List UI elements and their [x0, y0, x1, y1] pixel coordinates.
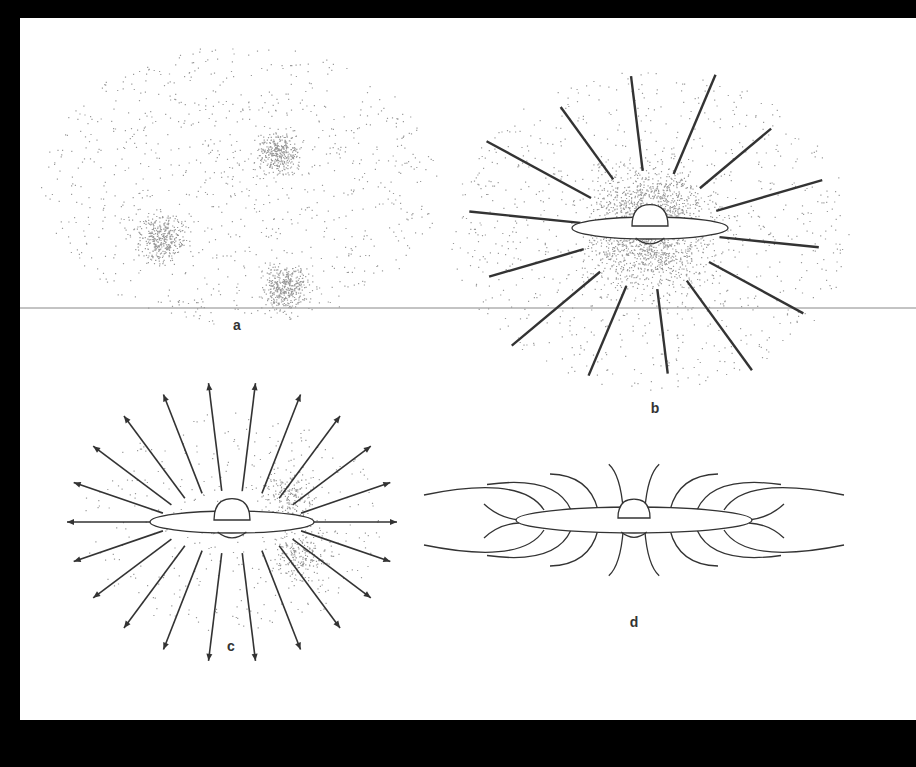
drawn-line: [67, 521, 160, 523]
drawn-line: [262, 551, 301, 650]
field-line: [550, 530, 598, 566]
arrowhead: [383, 482, 391, 488]
drawn-line: [589, 286, 627, 376]
stipple-cloud: [41, 48, 850, 631]
page-ground: [20, 18, 916, 720]
field-line: [670, 530, 718, 566]
field-line: [487, 530, 571, 558]
panel-letter: c: [227, 639, 235, 653]
drawn-line: [561, 107, 614, 179]
protostar: [618, 499, 650, 518]
arrowhead: [333, 416, 340, 423]
drawn-line: [293, 539, 371, 598]
drawn-line: [631, 76, 643, 171]
drawn-line: [93, 446, 171, 505]
field-line: [609, 530, 623, 576]
protostar: [218, 532, 247, 538]
drawn-line: [209, 553, 222, 661]
arrowhead: [93, 446, 100, 453]
drawn-line: [469, 211, 580, 222]
drawn-line: [709, 262, 803, 313]
field-line: [609, 464, 623, 510]
field-line: [645, 530, 659, 576]
field-line: [724, 488, 844, 510]
drawn-line: [301, 482, 390, 513]
outflow-lines: [67, 75, 844, 661]
arrowhead: [163, 394, 169, 402]
drawn-line: [209, 383, 222, 491]
drawn-line: [674, 75, 716, 174]
field-line: [484, 523, 519, 538]
arrowhead: [390, 519, 397, 525]
arrowhead: [163, 642, 169, 650]
drawn-line: [74, 531, 163, 562]
drawn-line: [512, 272, 600, 346]
arrowhead: [206, 383, 212, 390]
drawn-line: [74, 482, 163, 513]
arrowhead: [252, 383, 258, 390]
protostar: [636, 238, 665, 244]
arrowhead: [206, 654, 212, 661]
drawn-line: [242, 383, 255, 491]
drawn-line: [279, 546, 340, 628]
drawn-line: [93, 539, 171, 598]
drawn-line: [262, 394, 301, 493]
field-line: [487, 482, 571, 510]
protostar: [621, 532, 647, 537]
arrowhead: [93, 591, 100, 598]
arrowhead: [74, 556, 82, 562]
field-line: [484, 504, 519, 520]
panel-letter: b: [651, 401, 660, 415]
field-line: [424, 530, 544, 552]
field-line: [424, 488, 544, 510]
protostar: [214, 499, 250, 520]
drawn-line: [719, 237, 818, 247]
protostar-disk: [150, 205, 752, 538]
drawn-line: [124, 546, 185, 628]
drawn-line: [163, 394, 202, 493]
field-line: [749, 523, 784, 538]
field-line: [670, 474, 718, 510]
arrowhead: [252, 654, 258, 661]
drawn-line: [242, 553, 255, 661]
drawn-line: [301, 531, 390, 562]
drawn-line: [489, 249, 584, 276]
drawn-line: [716, 180, 822, 211]
arrowhead: [363, 591, 370, 598]
field-line: [645, 464, 659, 510]
arrowhead: [363, 446, 370, 453]
drawn-line: [657, 289, 667, 374]
field-line: [749, 504, 784, 520]
drawn-line: [304, 521, 397, 523]
arrowhead: [124, 621, 131, 628]
drawn-line: [487, 141, 591, 198]
arrowhead: [383, 556, 391, 562]
panel-letter: a: [233, 318, 241, 332]
field-line: [550, 474, 598, 510]
divider-line: [20, 308, 916, 309]
arrowhead: [295, 394, 301, 402]
stipple-dots: [41, 48, 850, 631]
protostar: [632, 205, 668, 226]
panel-letter: d: [630, 615, 639, 629]
drawn-line: [279, 416, 340, 498]
drawn-line: [700, 129, 771, 189]
drawn-line: [124, 416, 185, 498]
arrowhead: [67, 519, 74, 525]
arrowhead: [74, 482, 82, 488]
arrowhead: [124, 416, 131, 423]
arrowhead: [333, 621, 340, 628]
drawn-line: [163, 551, 202, 650]
drawn-line: [293, 446, 371, 505]
field-line: [724, 530, 844, 552]
drawn-line: [687, 281, 752, 371]
arrowhead: [295, 642, 301, 650]
